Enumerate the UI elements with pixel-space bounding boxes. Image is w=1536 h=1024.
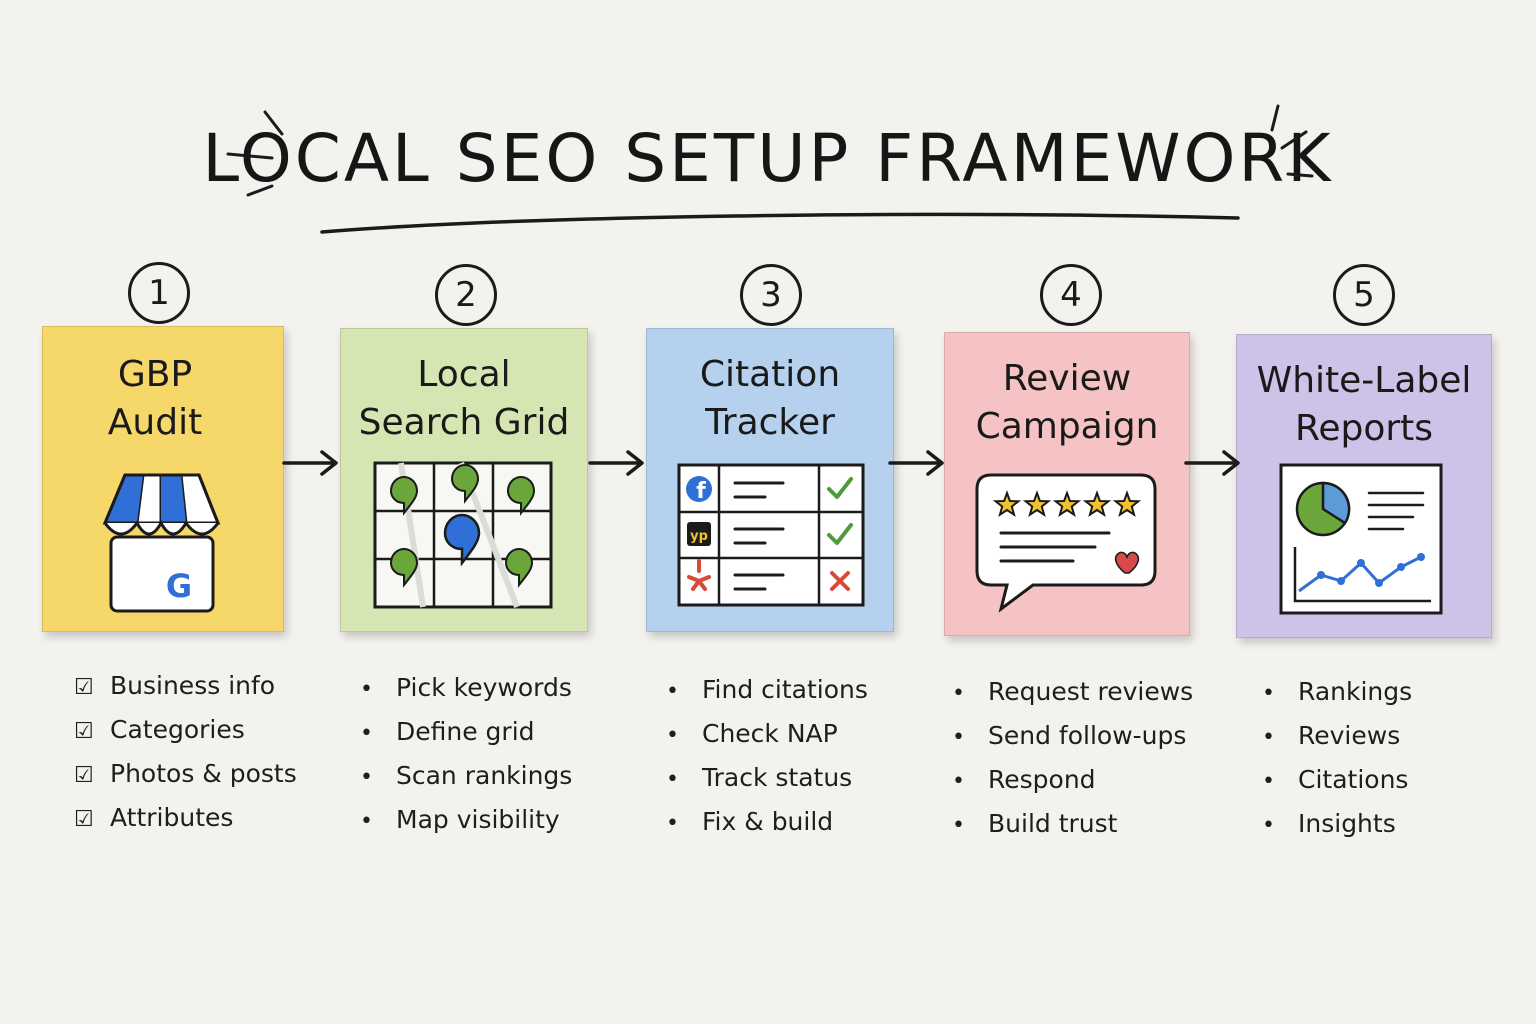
arrow-right-icon [588, 450, 644, 476]
bullet-icon: • [360, 809, 373, 834]
pie-chart-icon [1295, 481, 1351, 537]
star-icon [1112, 490, 1142, 518]
star-icon [1022, 490, 1052, 518]
bullet-icon: • [952, 725, 965, 750]
list-item: ☑Categories [74, 708, 324, 752]
review-bubble-icon [975, 473, 1157, 613]
bullet-icon: • [1262, 769, 1275, 794]
citation-table-icon: f yp [677, 463, 865, 607]
arrow-right-icon [1184, 450, 1240, 476]
list-item: •Reviews [1262, 714, 1512, 758]
list-item: •Fix & build [666, 800, 916, 844]
arrow-right-icon [888, 450, 944, 476]
bullet-icon: • [360, 677, 373, 702]
check-icon [827, 477, 853, 499]
bullet-icon: • [360, 721, 373, 746]
storefront-icon: G [102, 473, 221, 613]
list-item: ☑Attributes [74, 796, 324, 840]
list-item: •Define grid [360, 710, 610, 754]
list-item: •Track status [666, 756, 916, 800]
bullet-icon: • [1262, 813, 1275, 838]
list-item: •Insights [1262, 802, 1512, 846]
star-icon [1052, 490, 1082, 518]
bullet-icon: • [666, 679, 679, 704]
bullet-icon: • [666, 723, 679, 748]
bullet-icon: • [1262, 681, 1275, 706]
report-chart-icon [1279, 463, 1443, 615]
list-item: •Respond [952, 758, 1202, 802]
step-card-white-label-reports: White-Label Reports [1236, 334, 1492, 638]
step-title: White-Label Reports [1256, 360, 1472, 449]
step-2-list: •Pick keywords •Define grid •Scan rankin… [360, 666, 610, 842]
list-item: •Request reviews [952, 670, 1202, 714]
list-item: •Build trust [952, 802, 1202, 846]
list-item: •Scan rankings [360, 754, 610, 798]
bullet-icon: • [952, 769, 965, 794]
star-icon [992, 490, 1022, 518]
yellow-pages-icon: yp [687, 522, 711, 546]
heart-icon [1114, 551, 1140, 574]
step-number-5: 5 [1333, 264, 1395, 326]
emphasis-lines-right [1270, 104, 1314, 178]
yelp-icon [687, 559, 711, 591]
star-icon [1082, 490, 1112, 518]
bullet-icon: • [1262, 725, 1275, 750]
svg-text:f: f [696, 479, 706, 504]
map-pins [389, 463, 536, 588]
step-3-list: •Find citations •Check NAP •Track status… [666, 668, 916, 844]
bullet-icon: • [952, 813, 965, 838]
page-title: Local SEO Setup Framework [202, 120, 1334, 197]
list-item: ☑Business info [74, 664, 324, 708]
step-1-checklist: ☑Business info ☑Categories ☑Photos & pos… [74, 664, 324, 840]
bullet-icon: • [952, 681, 965, 706]
step-card-citation-tracker: Citation Tracker f yp [646, 328, 894, 632]
five-star-rating [992, 490, 1142, 518]
list-item: •Map visibility [360, 798, 610, 842]
google-g-letter: G [166, 567, 192, 605]
checkbox-checked-icon: ☑ [74, 719, 94, 744]
list-item: •Pick keywords [360, 666, 610, 710]
checkbox-checked-icon: ☑ [74, 675, 94, 700]
svg-text:yp: yp [690, 529, 708, 544]
cross-icon [830, 571, 850, 591]
step-title: Review Campaign [975, 358, 1159, 447]
emphasis-lines-left [226, 110, 284, 197]
step-5-list: •Rankings •Reviews •Citations •Insights [1262, 670, 1512, 846]
step-number-1: 1 [128, 262, 190, 324]
step-number-4: 4 [1040, 264, 1102, 326]
arrow-right-icon [282, 450, 338, 476]
checkbox-checked-icon: ☑ [74, 807, 94, 832]
list-item: •Find citations [666, 668, 916, 712]
step-number-3: 3 [740, 264, 802, 326]
map-grid-icon [373, 461, 553, 609]
title-underline [320, 212, 1240, 234]
facebook-icon: f [686, 476, 712, 504]
step-number-2: 2 [435, 264, 497, 326]
list-item: •Citations [1262, 758, 1512, 802]
bullet-icon: • [360, 765, 373, 790]
step-title: Local Search Grid [358, 354, 570, 443]
list-item: •Check NAP [666, 712, 916, 756]
step-card-local-search-grid: Local Search Grid [340, 328, 588, 632]
bullet-icon: • [666, 767, 679, 792]
checkbox-checked-icon: ☑ [74, 763, 94, 788]
step-title: GBP Audit [107, 354, 203, 443]
step-card-gbp-audit: GBP Audit G [42, 326, 284, 632]
step-title: Citation Tracker [699, 354, 841, 443]
list-item: •Rankings [1262, 670, 1512, 714]
list-item: ☑Photos & posts [74, 752, 324, 796]
bullet-icon: • [666, 811, 679, 836]
list-item: •Send follow-ups [952, 714, 1202, 758]
step-card-review-campaign: Review Campaign [944, 332, 1190, 636]
check-icon [827, 523, 853, 545]
step-4-list: •Request reviews •Send follow-ups •Respo… [952, 670, 1202, 846]
